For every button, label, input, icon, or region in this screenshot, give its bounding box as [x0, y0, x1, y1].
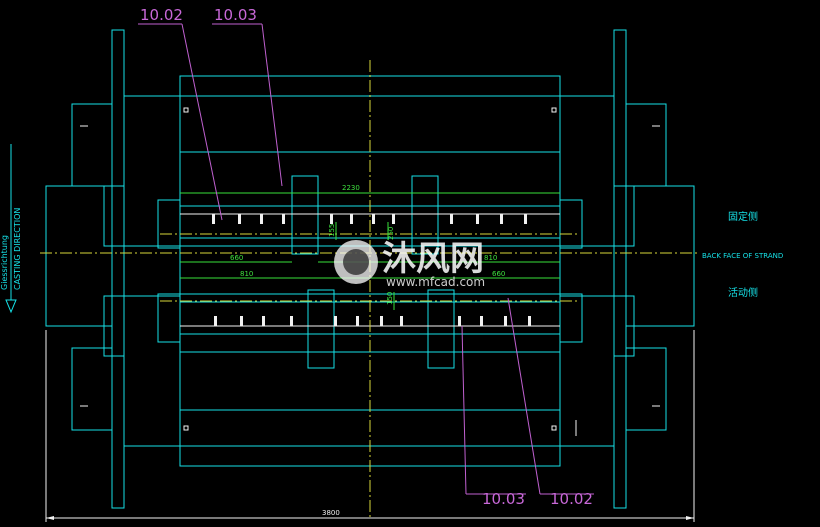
overall-dimension — [45, 330, 695, 522]
watermark-url: www.mfcad.com — [386, 275, 485, 289]
label-back-face: BACK FACE OF STRAND — [702, 252, 783, 260]
dim-small-2: 250 — [387, 227, 395, 240]
label-loose-side: 活动侧 — [728, 286, 758, 299]
dim-lower-right: 660 — [492, 270, 505, 278]
label-casting-direction-de: Giessrichtung — [0, 235, 9, 290]
dim-small-3: 150 — [386, 292, 394, 305]
label-fixed-side: 固定侧 — [728, 210, 758, 223]
centerlines — [40, 60, 700, 520]
dim-small-1: 155 — [328, 224, 336, 237]
label-casting-direction: CASTING DIRECTION — [13, 208, 22, 290]
dim-lower-left: 810 — [240, 270, 253, 278]
callout-top-right: 10.03 — [214, 6, 257, 24]
callout-top-left: 10.02 — [140, 6, 183, 24]
dim-top-overall: 2230 — [342, 184, 360, 192]
watermark-brand: 沐风网 — [382, 239, 484, 279]
casting-direction-arrow-icon — [5, 144, 17, 314]
callout-bottom-right: 10.02 — [550, 490, 593, 508]
dim-upper-right: 810 — [484, 254, 497, 262]
callout-leaders — [138, 23, 594, 495]
dim-upper-left: 660 — [230, 254, 243, 262]
callout-bottom-left: 10.03 — [482, 490, 525, 508]
watermark-logo-icon — [334, 240, 378, 284]
dim-overall-bottom: 3800 — [322, 509, 340, 517]
